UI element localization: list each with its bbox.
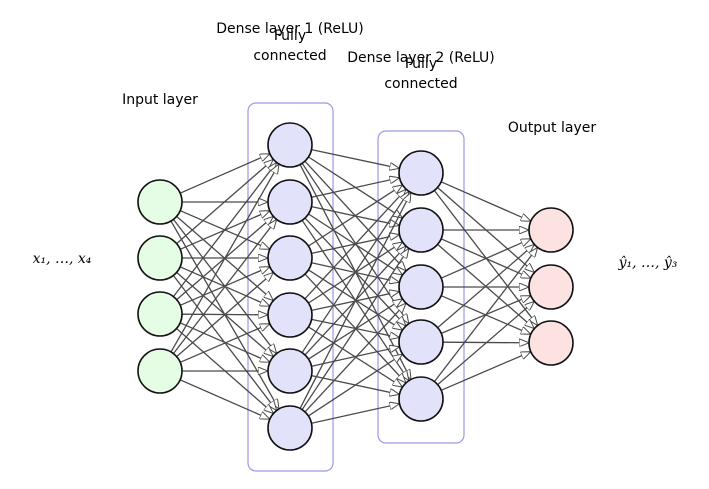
edge-input-3-to-dense1-5 bbox=[179, 379, 269, 419]
edge-dense1-5-to-dense2-4 bbox=[311, 404, 399, 424]
connection-note-1-line1: Fully bbox=[274, 28, 306, 44]
dense1-neuron-5 bbox=[267, 348, 313, 394]
dense2-neuron-3 bbox=[398, 264, 444, 310]
connection-edges bbox=[170, 148, 537, 424]
dense2-neuron-5 bbox=[398, 376, 444, 422]
output-neuron-1 bbox=[528, 207, 574, 253]
edge-dense1-4-to-dense2-0 bbox=[301, 192, 408, 354]
dense1-neuron-1 bbox=[267, 122, 313, 168]
edge-dense2-4-to-output-1 bbox=[437, 302, 534, 386]
edge-input-2-to-dense1-0 bbox=[172, 163, 276, 297]
dense1-neuron-4 bbox=[267, 292, 313, 338]
output-layer-title: Output layer bbox=[508, 120, 596, 136]
dense2-neuron-2 bbox=[398, 207, 444, 253]
edge-dense1-2-to-dense2-3 bbox=[308, 269, 402, 330]
input-neuron-2 bbox=[137, 235, 183, 281]
edge-input-0-to-dense1-0 bbox=[179, 154, 269, 194]
input-neuron-3 bbox=[137, 291, 183, 337]
dense2-neuron-1 bbox=[398, 150, 444, 196]
dense1-neuron-2 bbox=[267, 179, 313, 225]
connection-note-2-line1: Fully bbox=[405, 56, 437, 72]
dense1-neuron-3 bbox=[267, 235, 313, 281]
edge-dense1-3-to-dense2-0 bbox=[304, 190, 406, 300]
dense1-neuron-6 bbox=[267, 405, 313, 451]
connection-note-1-line2: connected bbox=[253, 48, 326, 64]
input-vector-label: x₁, …, x₄ bbox=[33, 251, 92, 267]
edge-input-3-to-dense1-3 bbox=[179, 324, 269, 363]
edge-dense2-0-to-output-0 bbox=[440, 181, 530, 221]
edge-dense2-4-to-output-0 bbox=[433, 248, 537, 382]
edge-input-3-to-dense1-0 bbox=[170, 165, 279, 353]
edge-input-3-to-dense1-1 bbox=[172, 220, 276, 354]
edge-dense1-5-to-dense2-3 bbox=[308, 355, 401, 417]
edge-dense1-0-to-dense2-0 bbox=[311, 148, 399, 169]
dense2-neuron-4 bbox=[398, 319, 444, 365]
neuron-nodes bbox=[137, 122, 574, 451]
edge-dense2-2-to-output-0 bbox=[440, 239, 530, 279]
edge-dense2-0-to-output-2 bbox=[433, 190, 537, 325]
edge-dense2-4-to-output-2 bbox=[440, 352, 530, 391]
output-neuron-2 bbox=[528, 264, 574, 310]
edge-dense1-5-to-dense2-0 bbox=[299, 194, 410, 409]
edge-input-1-to-dense1-0 bbox=[176, 160, 273, 245]
edge-dense2-3-to-output-2 bbox=[442, 342, 528, 343]
edge-dense1-5-to-dense2-2 bbox=[304, 304, 405, 413]
output-vector-label: ŷ₁, …, ŷ₃ bbox=[618, 254, 678, 271]
input-neuron-4 bbox=[137, 348, 183, 394]
input-layer-title: Input layer bbox=[122, 92, 198, 108]
dense-layer-2-title: Dense layer 2 (ReLU) bbox=[347, 50, 495, 66]
edge-dense1-1-to-dense2-0 bbox=[311, 178, 399, 198]
output-neuron-3 bbox=[528, 320, 574, 366]
edge-input-2-to-dense1-4 bbox=[179, 322, 269, 362]
edge-dense1-5-to-dense2-1 bbox=[301, 249, 408, 411]
dense-layer-1-title: Dense layer 1 (ReLU) bbox=[216, 21, 364, 37]
edge-dense1-4-to-dense2-3 bbox=[311, 347, 399, 367]
edge-dense2-3-to-output-0 bbox=[437, 245, 534, 329]
edge-dense1-3-to-dense2-3 bbox=[311, 318, 399, 337]
input-neuron-1 bbox=[137, 179, 183, 225]
edge-dense1-2-to-dense2-0 bbox=[308, 186, 402, 247]
edge-input-3-to-dense1-2 bbox=[176, 273, 273, 358]
connection-note-2-line2: connected bbox=[384, 76, 457, 92]
